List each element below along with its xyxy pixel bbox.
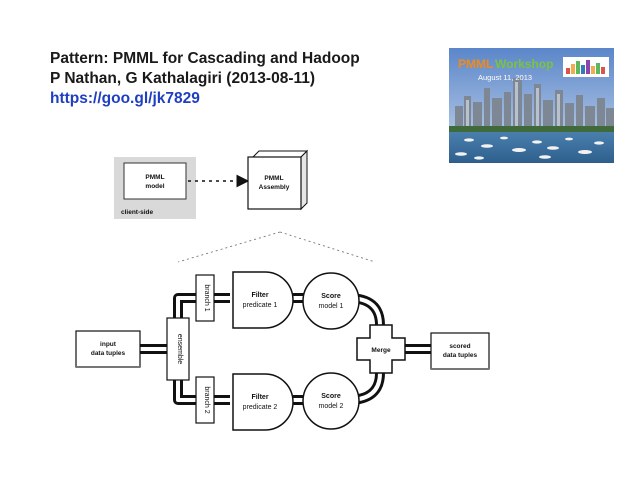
branch-1-box: branch 1: [195, 274, 215, 322]
branch-1-label: branch 1: [203, 284, 210, 311]
title-line-1: Pattern: PMML for Cascading and Hadoop: [50, 50, 360, 67]
score-1-sublabel: model 1: [319, 303, 344, 310]
workshop-word-text: Workshop: [495, 57, 553, 71]
assembly-label: PMML: [264, 175, 283, 182]
ensemble-box: ensemble: [166, 317, 190, 381]
assembly-sublabel: Assembly: [259, 184, 290, 191]
score-2-node: Score model 2: [302, 372, 360, 430]
reference-link[interactable]: https://goo.gl/jk7829: [50, 90, 200, 107]
merge-node: Merge: [356, 324, 406, 374]
filter-2-sublabel: predicate 2: [243, 404, 278, 411]
filter-1-label: Filter: [251, 292, 268, 299]
client-model-label: PMML: [145, 174, 164, 181]
input-data-box: input data tuples: [75, 330, 141, 368]
filter-2-label: Filter: [251, 394, 268, 401]
client-side-label: client-side: [121, 209, 154, 216]
workshop-logo: [563, 57, 609, 77]
client-side-region: PMML model client-side: [114, 157, 196, 219]
filter-2-node: Filter predicate 2: [232, 373, 294, 431]
merge-label: Merge: [371, 347, 391, 354]
branch-2-box: branch 2: [195, 376, 215, 424]
filter-1-node: Filter predicate 1: [232, 271, 294, 329]
pmml-assembly-box: PMML Assembly: [247, 149, 309, 211]
input-sublabel: data tuples: [91, 350, 126, 357]
input-label: input: [100, 341, 117, 348]
zoom-line-right: [279, 231, 376, 263]
output-data-box: scored data tuples: [430, 332, 490, 370]
title-line-2: P Nathan, G Kathalagiri (2013-08-11): [50, 70, 316, 87]
filter-1-sublabel: predicate 1: [243, 302, 278, 309]
branch-2-label: branch 2: [203, 386, 210, 413]
output-label: scored: [449, 343, 470, 350]
output-sublabel: data tuples: [443, 352, 478, 359]
ensemble-label: ensemble: [176, 334, 183, 364]
workshop-pmml-text: PMML: [458, 57, 493, 71]
score-2-sublabel: model 2: [319, 403, 344, 410]
client-model-sublabel: model: [145, 183, 164, 190]
score-1-label: Score: [321, 293, 341, 300]
score-1-node: Score model 1: [302, 272, 360, 330]
score-2-label: Score: [321, 393, 341, 400]
workshop-date: August 11, 2013: [478, 73, 532, 82]
workshop-photo: PMML Workshop August 11, 2013: [449, 48, 614, 163]
zoom-line-left: [177, 231, 281, 263]
